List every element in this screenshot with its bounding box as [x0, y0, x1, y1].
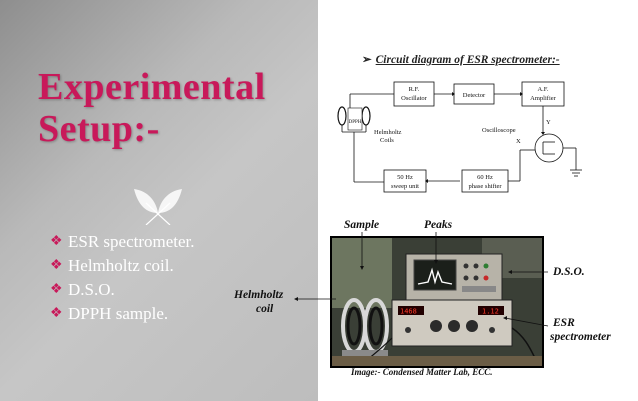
detector-label: Detector: [463, 92, 486, 99]
bullet-list: ❖ESR spectrometer. ❖Helmholtz coil. ❖D.S…: [50, 230, 195, 326]
sample-label: Sample: [344, 219, 380, 231]
leaf-icon: [134, 189, 182, 225]
oscilloscope-label: Oscilloscope: [482, 127, 516, 134]
title-line-2: Setup:-: [38, 108, 160, 150]
helmholtz-label-1: Helmholtz: [374, 129, 402, 136]
diagram-heading: ➢Circuit diagram of ESR spectrometer:-: [362, 54, 560, 66]
bullet-item: ❖Helmholtz coil.: [50, 254, 195, 278]
arrow-bullet-icon: ➢: [362, 54, 372, 66]
esr-label-2: spectrometer: [550, 331, 611, 343]
lab-photo-drawing: 1468 1.12: [332, 238, 542, 366]
dso-label: D.S.O.: [553, 266, 585, 278]
y-label: Y: [546, 119, 551, 126]
rf-oscillator-label-2: Oscillator: [401, 95, 427, 102]
rf-oscillator-box: [393, 81, 435, 107]
left-panel: Experimental Setup:- ❖ESR spectrometer. …: [0, 0, 318, 401]
sweep-label-2: sweep unit: [391, 183, 419, 190]
slide-title: Experimental Setup:-: [38, 66, 308, 150]
helmholtz-coil-label-1: Helmholtz: [234, 289, 284, 301]
peaks-label: Peaks: [424, 219, 453, 231]
phase-label-2: phase shifter: [468, 183, 502, 190]
led-display-left: 1468: [400, 308, 417, 316]
diamond-bullet-icon: ❖: [50, 282, 63, 297]
helmholtz-coil-label-2: coil: [256, 303, 274, 315]
bullet-item: ❖DPPH sample.: [50, 302, 195, 326]
diamond-bullet-icon: ❖: [50, 258, 63, 273]
photo-caption: Image:- Condensed Matter Lab, ECC.: [351, 367, 493, 377]
sweep-label-1: 50 Hz: [397, 174, 413, 181]
diamond-bullet-icon: ❖: [50, 306, 63, 321]
dpph-label: DPPH: [349, 120, 362, 125]
x-label: X: [516, 138, 521, 145]
led-display-right: 1.12: [482, 308, 499, 316]
af-amplifier-label-2: Amplifier: [530, 95, 556, 102]
circuit-diagram: R.F. Oscillator Detector A.F. Amplifier …: [337, 81, 582, 193]
diamond-bullet-icon: ❖: [50, 234, 63, 249]
bullet-item: ❖D.S.O.: [50, 278, 195, 302]
rf-oscillator-label-1: R.F.: [409, 86, 420, 93]
esr-label-1: ESR: [553, 317, 575, 329]
phase-label-1: 60 Hz: [477, 174, 493, 181]
lab-photo: 1468 1.12: [330, 236, 544, 368]
af-amplifier-box: [521, 81, 565, 107]
title-line-1: Experimental: [38, 66, 266, 108]
bullet-item: ❖ESR spectrometer.: [50, 230, 195, 254]
af-amplifier-label-1: A.F.: [537, 86, 548, 93]
helmholtz-label-2: Coils: [380, 137, 394, 144]
